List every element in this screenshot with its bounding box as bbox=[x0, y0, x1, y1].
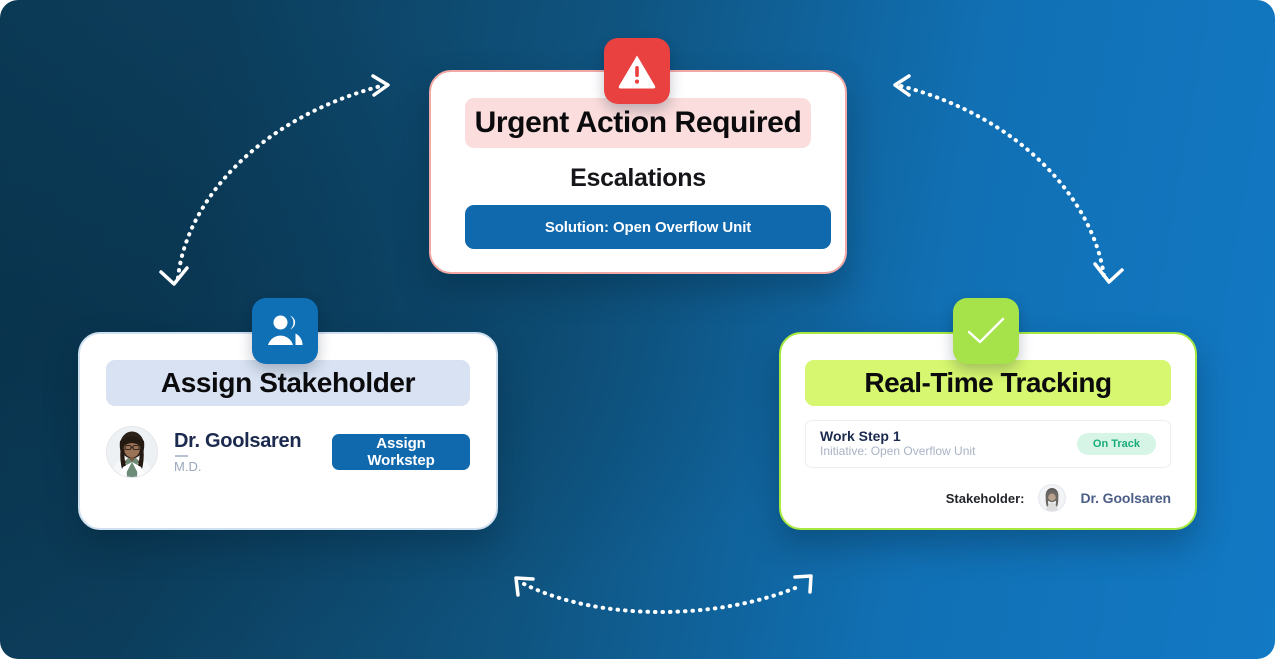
check-mark-icon bbox=[953, 298, 1019, 364]
workstep-initiative: Initiative: Open Overflow Unit bbox=[820, 444, 976, 459]
urgent-card-title: Urgent Action Required bbox=[465, 98, 811, 148]
assign-stakeholder-card: Assign Stakeholder bbox=[78, 332, 498, 530]
assignee-info: Dr. Goolsaren M.D. bbox=[174, 429, 308, 474]
workstep-name: Work Step 1 bbox=[820, 428, 901, 445]
solution-button[interactable]: Solution: Open Overflow Unit bbox=[465, 205, 831, 249]
real-time-tracking-card: Real-Time Tracking Work Step 1 Initiativ… bbox=[779, 332, 1197, 530]
urgent-card-subtitle: Escalations bbox=[570, 164, 706, 192]
tracking-card-title: Real-Time Tracking bbox=[805, 360, 1171, 406]
stakeholder-label: Stakeholder: bbox=[945, 490, 1025, 506]
status-badge: On Track bbox=[1076, 433, 1156, 455]
arrow-urgent-to-tracking bbox=[893, 74, 1124, 284]
urgent-action-card: Urgent Action Required Escalations Solut… bbox=[429, 70, 847, 274]
assignee-row: Dr. Goolsaren M.D. Assign Workstep bbox=[106, 426, 470, 478]
assign-card-title: Assign Stakeholder bbox=[106, 360, 470, 406]
people-group-icon bbox=[252, 298, 318, 364]
stakeholder-row: Stakeholder: Dr. Goolsaren bbox=[805, 484, 1171, 512]
warning-triangle-icon bbox=[604, 38, 670, 104]
assign-workstep-button[interactable]: Assign Workstep bbox=[332, 434, 470, 470]
assignee-role: M.D. bbox=[174, 458, 202, 474]
avatar bbox=[1038, 484, 1067, 512]
workstep-info: Work Step 1 Initiative: Open Overflow Un… bbox=[820, 428, 975, 460]
workstep-row[interactable]: Work Step 1 Initiative: Open Overflow Un… bbox=[805, 420, 1171, 468]
arrow-assign-to-tracking bbox=[514, 574, 813, 614]
arrow-urgent-to-assign bbox=[159, 74, 390, 286]
name-divider bbox=[175, 454, 188, 457]
assignee-name: Dr. Goolsaren bbox=[174, 429, 302, 452]
stakeholder-name: Dr. Goolsaren bbox=[1080, 490, 1171, 506]
avatar bbox=[106, 426, 158, 478]
